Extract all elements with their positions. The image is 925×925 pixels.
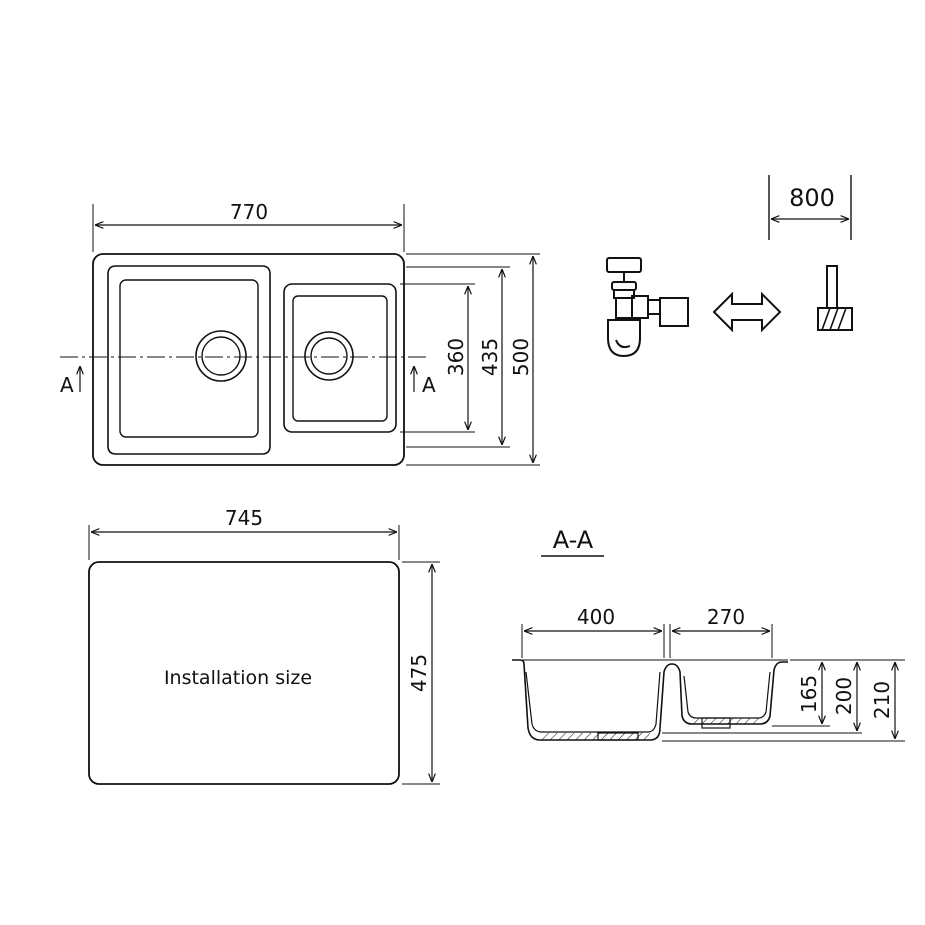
right-bowl-inner (292, 295, 388, 422)
dim-section-400: 400 (577, 605, 615, 629)
cabinet-wall-icon (817, 265, 853, 331)
left-drain-outlet (597, 732, 639, 741)
dim-section-210: 210 (870, 681, 894, 719)
dim-section-200: 200 (832, 677, 856, 715)
installation-outline (88, 561, 400, 785)
section-mark-left: A (60, 373, 74, 397)
cabinet-dimension: 800 (768, 175, 852, 240)
sink-outline (92, 253, 405, 466)
left-bowl-inner (119, 279, 259, 438)
installation-view: Installation size 745 475 (88, 506, 440, 785)
top-view: A A 770 360 435 500 (60, 200, 540, 466)
dim-inner-435: 435 (478, 338, 502, 376)
dim-cabinet-800: 800 (789, 184, 835, 212)
dim-width-770: 770 (230, 200, 268, 224)
left-bowl-outer (107, 265, 271, 455)
section-view: A-A 400 270 165 200 210 (512, 526, 905, 742)
installation-label: Installation size (164, 667, 312, 689)
dim-install-475: 475 (407, 654, 431, 692)
right-drain-outlet (701, 717, 731, 729)
dim-install-745: 745 (225, 506, 263, 530)
dim-section-270: 270 (707, 605, 745, 629)
section-title: A-A (553, 526, 594, 554)
double-arrow-icon (712, 291, 782, 333)
left-drain (195, 330, 247, 382)
right-bowl-outer (283, 283, 397, 433)
dim-section-165: 165 (797, 675, 821, 713)
dim-bowl-360: 360 (444, 338, 468, 376)
right-drain (304, 331, 354, 381)
siphon-icon (606, 257, 689, 358)
dim-total-500: 500 (509, 338, 533, 376)
section-profile (512, 659, 788, 741)
section-mark-right: A (422, 373, 436, 397)
